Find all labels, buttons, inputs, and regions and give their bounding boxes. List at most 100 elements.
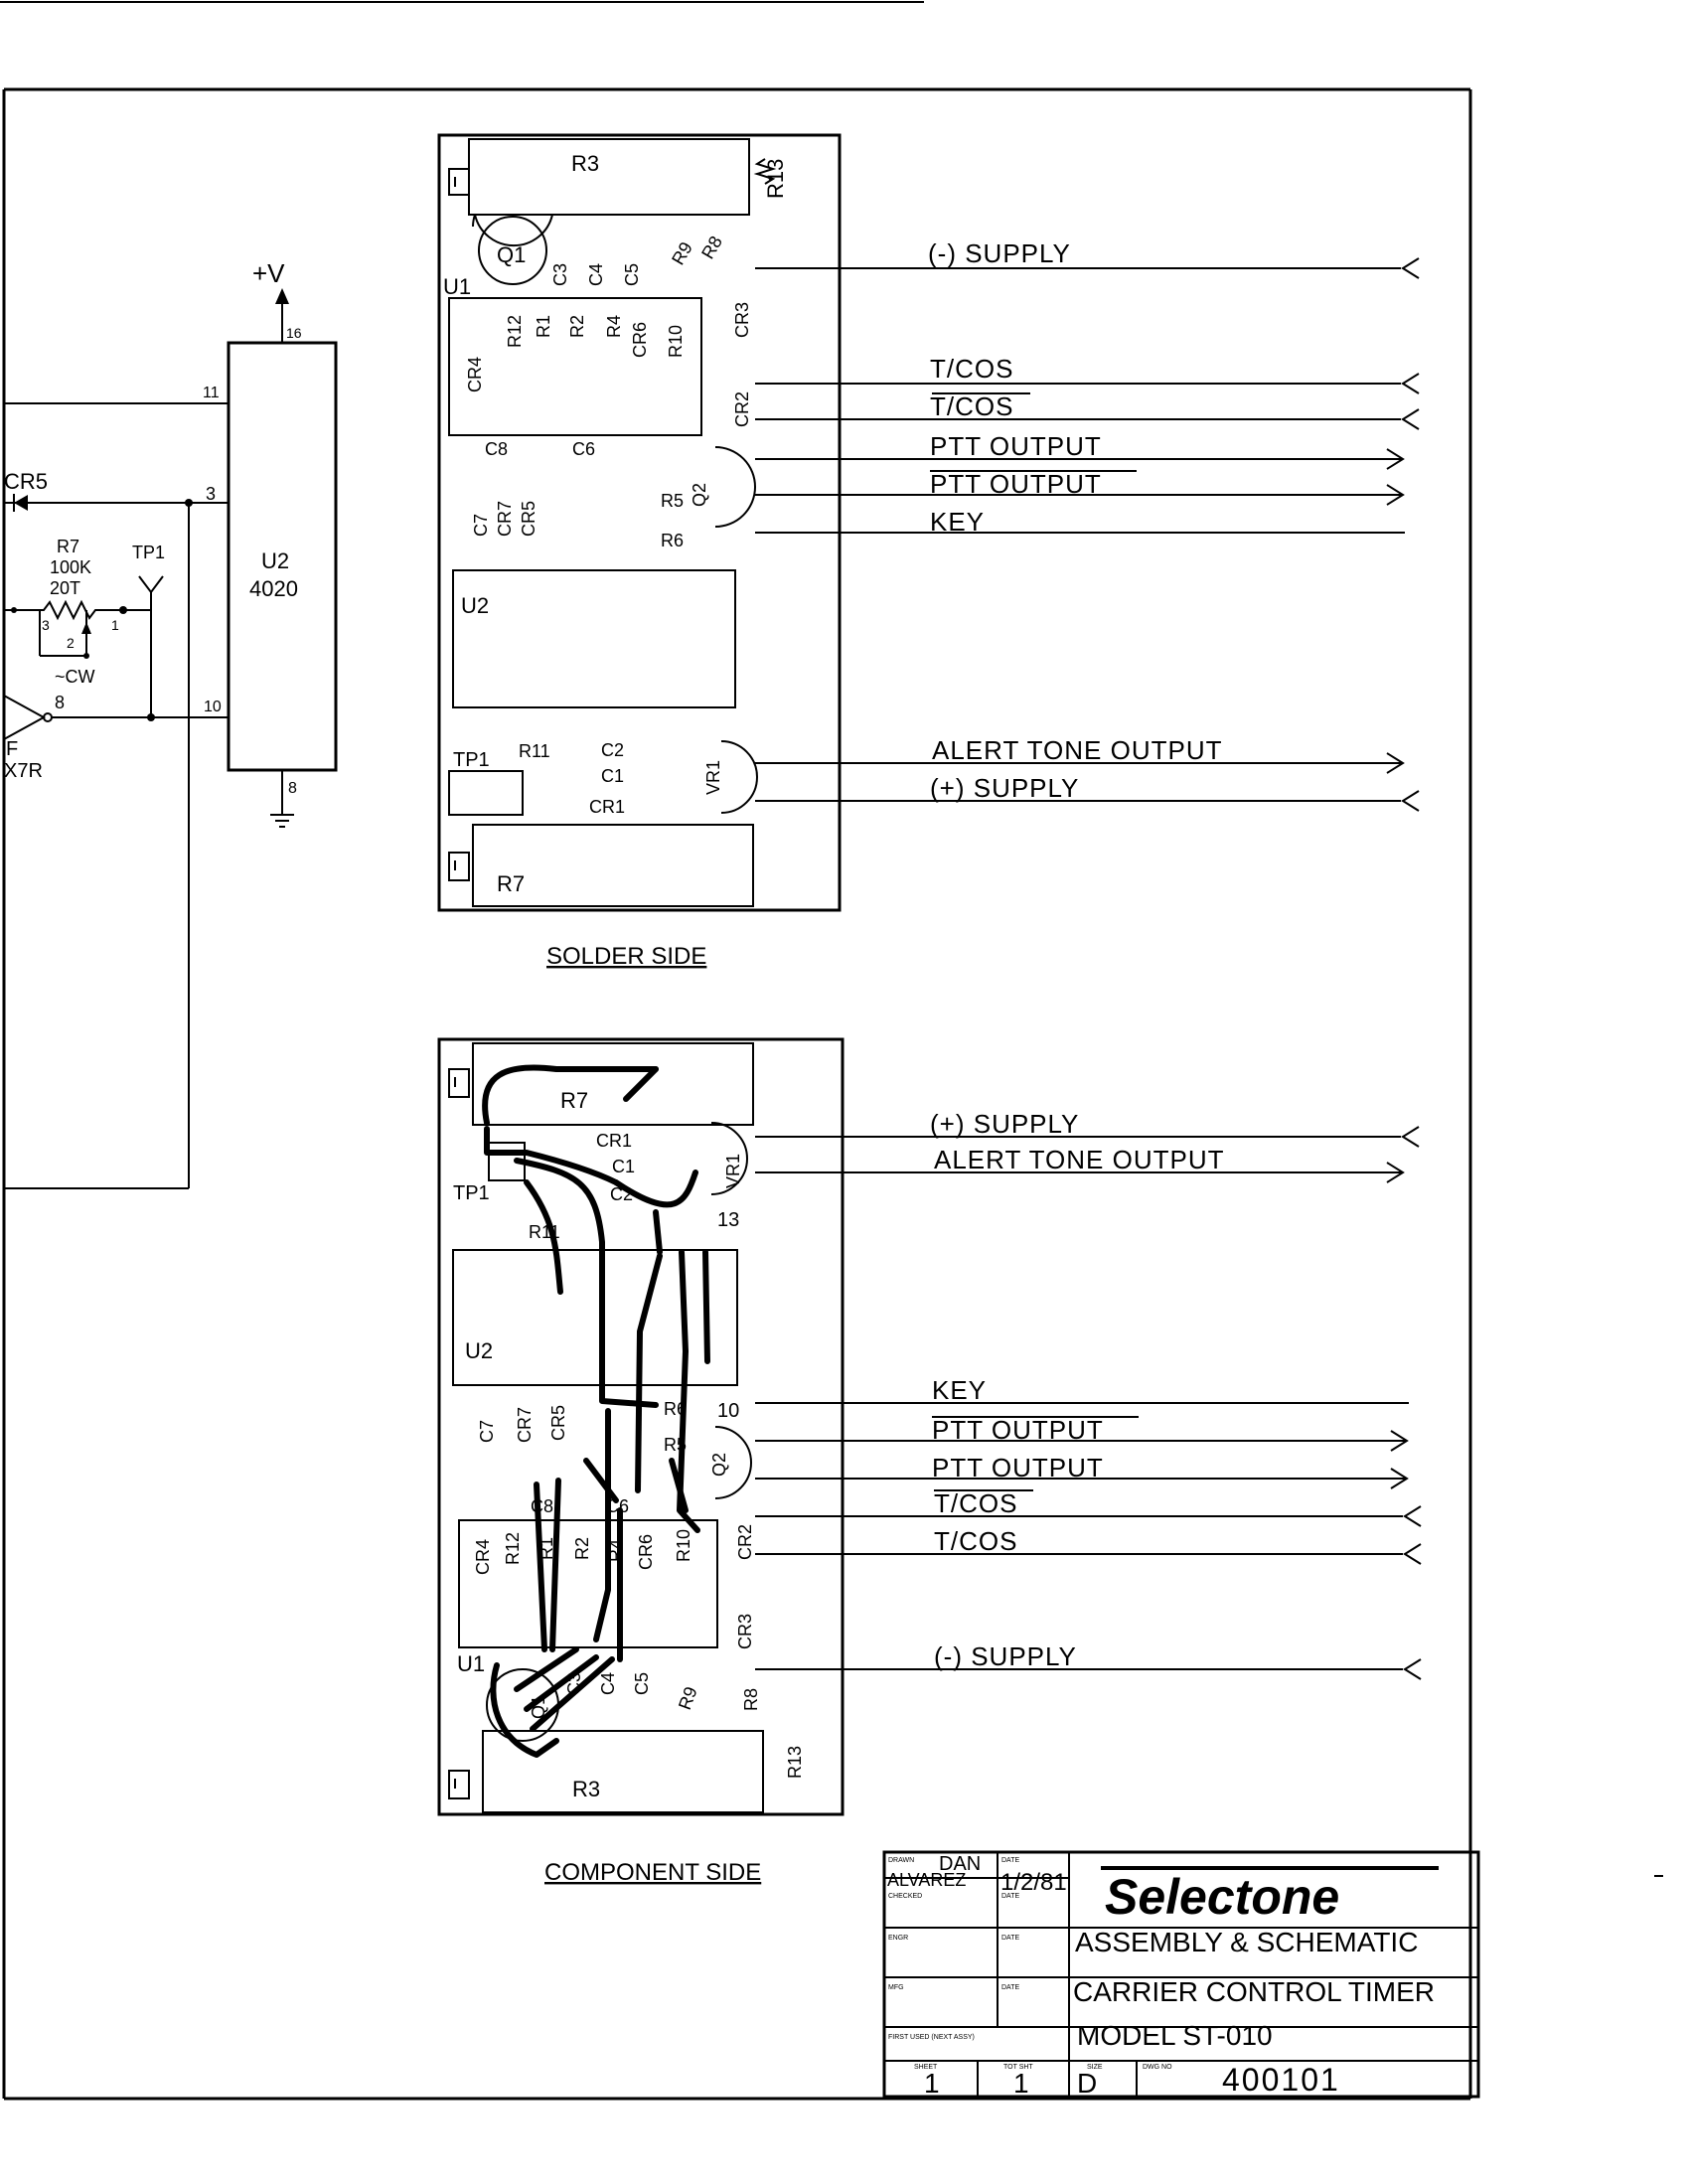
solder-side-board: R3 R13 Q1 C3 C4 C5 R9 R8 U1 CR4 R12 R1 R… [437, 133, 842, 970]
ss-r12-label: R12 [505, 315, 525, 348]
cw-label: ~CW [55, 667, 95, 687]
ss-c7-label: C7 [471, 514, 491, 537]
cs-signal-tcos-bar: T/COS [934, 1488, 1017, 1518]
cs-u2-label: U2 [465, 1338, 493, 1363]
cr5-label: CR5 [4, 469, 48, 494]
ss-signal-plus-supply: (+) SUPPLY [930, 773, 1079, 803]
date-label: DATE [1001, 1857, 1019, 1864]
ss-signal-alert-tone-output: ALERT TONE OUTPUT [932, 735, 1222, 765]
cs-r8-label: R8 [741, 1688, 761, 1711]
r7-potentiometer-symbol [4, 599, 151, 621]
ss-vr1-label: VR1 [703, 760, 723, 795]
pin-16-label: 16 [286, 325, 302, 341]
ss-cr1-label: CR1 [589, 797, 625, 817]
title-block: DRAWN DAN ALVAREZ DATE 1/2/81 CHECKED DA… [882, 1850, 1480, 2099]
pin-8-left-label: 8 [55, 693, 65, 712]
cs-signal-ptt-output: PTT OUTPUT [932, 1453, 1104, 1482]
ss-cr6-label: CR6 [630, 322, 650, 358]
ss-q2-label: Q2 [690, 483, 709, 507]
ss-q1-label: Q1 [497, 242, 526, 267]
ss-r7-body [472, 824, 754, 907]
ss-r3-label: R3 [571, 151, 599, 176]
component-side-board: R7 CR1 C1 C2 VR1 TP1 R11 13 U2 10 R6 R5 … [437, 1037, 845, 1886]
ss-signal-ptt-output: PTT OUTPUT [930, 431, 1102, 461]
cs-signal-alert-tone-output: ALERT TONE OUTPUT [934, 1145, 1224, 1174]
cs-r13-label: R13 [785, 1746, 805, 1779]
cs-r9-label: R9 [675, 1684, 701, 1712]
title-line-2: CARRIER CONTROL TIMER [1073, 1976, 1435, 2007]
ss-c6-label: C6 [572, 439, 595, 459]
title-line-1: ASSEMBLY & SCHEMATIC [1075, 1927, 1418, 1957]
cs-r3-label: R3 [572, 1777, 600, 1801]
cs-r3-body [482, 1730, 764, 1813]
cs-c1-label: C1 [612, 1157, 635, 1176]
cs-signal-plus-supply: (+) SUPPLY [930, 1109, 1079, 1139]
ss-c8-label: C8 [485, 439, 508, 459]
cs-signal-tcos: T/COS [934, 1526, 1017, 1556]
ss-tp1-label: TP1 [453, 749, 490, 771]
ss-r10-label: R10 [666, 325, 686, 358]
ss-u1-label: U1 [443, 274, 471, 299]
cs-cr1-label: CR1 [596, 1131, 632, 1151]
total-sheets: 1 [1013, 2068, 1029, 2099]
ss-c1-label: C1 [601, 766, 624, 786]
checked-label: CHECKED [888, 1893, 922, 1900]
cap-fragment-1: F [6, 738, 18, 760]
ss-r11-label: R11 [519, 741, 550, 761]
ss-r9-label: R9 [668, 238, 696, 268]
cs-tp1-label: TP1 [453, 1182, 490, 1204]
ss-u2-body [452, 569, 736, 708]
cs-q2-body [714, 1426, 752, 1499]
ss-r4-label: R4 [604, 315, 624, 338]
cs-cr6-label: CR6 [636, 1534, 656, 1570]
title-line-3: MODEL ST-010 [1077, 2020, 1273, 2051]
drawn-by-last: ALVAREZ [887, 1870, 966, 1890]
component-side-title: COMPONENT SIDE [544, 1859, 761, 1886]
cs-cr3-label: CR3 [735, 1614, 755, 1649]
pin-10-label: 10 [204, 699, 222, 715]
pot-pin-1-label: 1 [111, 617, 119, 633]
ss-vr1-body [720, 740, 758, 814]
pin-3-label: 3 [206, 484, 216, 504]
r7-ref-label: R7 [57, 537, 79, 556]
cs-vr1-body [710, 1122, 748, 1195]
sheet-number: 1 [924, 2068, 940, 2099]
cs-c5-label: C5 [632, 1672, 652, 1695]
ss-q1-body [478, 216, 547, 285]
cs-cr5-label: CR5 [548, 1405, 568, 1441]
ss-c2-label: C2 [601, 740, 624, 760]
checked-date-label: DATE [1001, 1893, 1019, 1900]
cs-signal-minus-supply: (-) SUPPLY [934, 1641, 1077, 1671]
ss-r13-label: R13 [763, 159, 788, 199]
ss-cr3-label: CR3 [732, 302, 752, 338]
cr5-diode-symbol [14, 495, 28, 511]
cs-cr7-label: CR7 [515, 1407, 535, 1443]
solder-side-title: SOLDER SIDE [546, 943, 706, 970]
drawn-label: DRAWN [888, 1857, 914, 1864]
cs-vr1-label: VR1 [723, 1154, 743, 1188]
cs-c8-label: C8 [531, 1496, 553, 1516]
cs-cr4-label: CR4 [473, 1539, 493, 1575]
cs-pin-10-label: 10 [717, 1400, 739, 1422]
drawing-number: 400101 [1222, 2062, 1340, 2098]
ground-symbol [270, 814, 294, 828]
ss-u2-label: U2 [461, 593, 489, 618]
cap-fragment-2: X7R [4, 760, 43, 782]
cs-signal-ptt-output-bar: PTT OUTPUT [932, 1415, 1104, 1445]
ss-r3-body [468, 138, 750, 216]
ss-signal-tcos-bar: T/COS [930, 391, 1013, 421]
engr-label: ENGR [888, 1935, 908, 1942]
cs-c7-label: C7 [477, 1420, 497, 1443]
ss-cr7-label: CR7 [495, 501, 515, 537]
pot-pin-2-label: 2 [67, 635, 75, 651]
pin-11-label: 11 [203, 385, 220, 401]
cs-u1-body [458, 1519, 718, 1648]
ss-cr5-label: CR5 [519, 501, 538, 537]
ss-r1-label: R1 [534, 315, 553, 338]
supply-label: +V [252, 258, 285, 288]
tp1-label: TP1 [132, 543, 165, 562]
ss-r6-label: R6 [661, 531, 684, 550]
ss-signal-minus-supply: (-) SUPPLY [928, 238, 1071, 268]
mfg-label: MFG [888, 1984, 904, 1991]
